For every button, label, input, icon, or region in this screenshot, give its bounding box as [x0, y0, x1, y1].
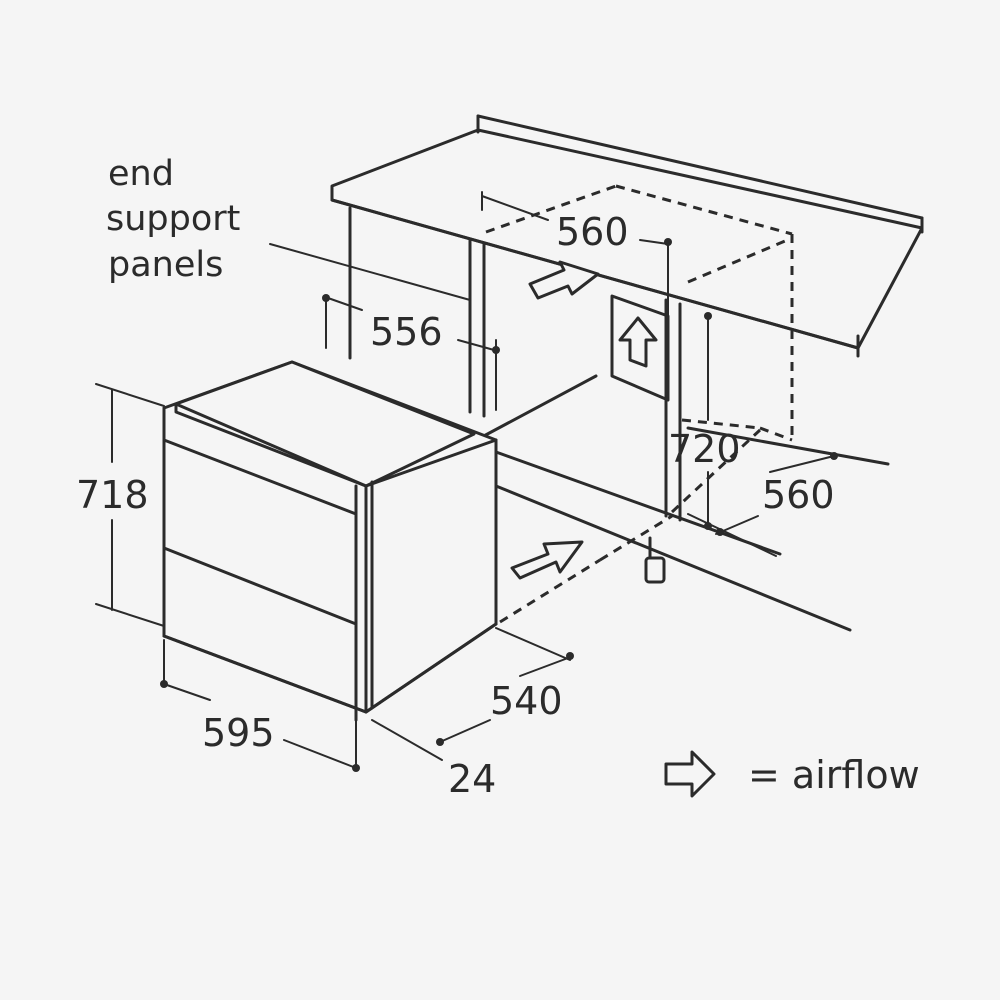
- airflow-out-arrow: [528, 260, 600, 300]
- caption-line-2: support: [106, 199, 240, 239]
- dim-niche-height: 720: [668, 427, 741, 471]
- dim-panel-gap: 556: [370, 310, 443, 354]
- caption-line-3: panels: [108, 245, 223, 285]
- dimension-lines: [95, 191, 838, 772]
- dim-appliance-depth: 540: [490, 679, 563, 723]
- dim-appliance-width: 595: [202, 711, 275, 755]
- airflow-in-arrow: [510, 540, 584, 580]
- legend-label: = airflow: [748, 753, 920, 797]
- dim-appliance-height: 718: [76, 473, 149, 517]
- airflow-up-arrow: [618, 316, 658, 368]
- airflow-legend-icon: [664, 750, 716, 798]
- dim-niche-width-top: 560: [556, 210, 629, 254]
- end-support-panels: [348, 206, 682, 522]
- niche-outline: [485, 184, 794, 624]
- dim-niche-depth: 560: [762, 473, 835, 517]
- dim-front-depth: 24: [448, 757, 496, 801]
- caption-line-1: end: [108, 154, 174, 194]
- water-connector: [644, 536, 666, 584]
- airflow-arrows: [510, 260, 658, 580]
- appliance: [162, 360, 498, 722]
- floor-lines: [478, 374, 890, 632]
